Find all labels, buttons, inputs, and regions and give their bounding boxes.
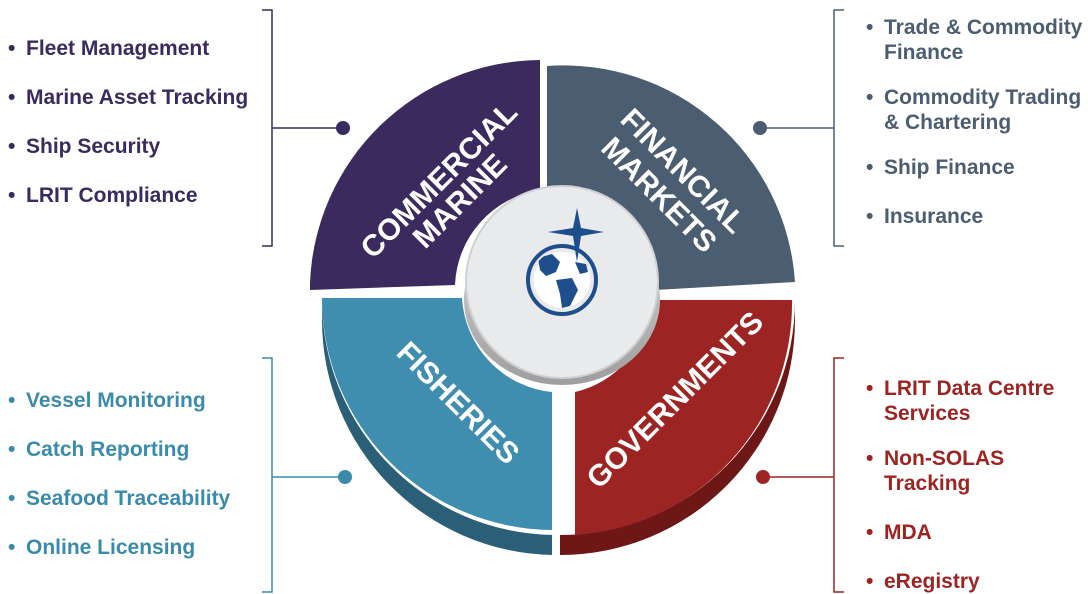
segment-financial-markets[interactable] [547,65,795,290]
dot-governments [756,470,770,484]
list-item: Marine Asset Tracking [8,85,258,110]
list-item: Ship Security [8,134,258,159]
financial-markets-list: Trade & Commodity Finance Commodity Trad… [866,15,1086,229]
list-item: LRIT Compliance [8,183,258,208]
list-item: Trade & Commodity Finance [866,15,1086,65]
segment-commercial-marine[interactable] [310,60,540,290]
list-item: MDA [866,520,1086,545]
list-item: Seafood Traceability [8,486,258,511]
list-item: Non-SOLAS Tracking [866,446,1086,496]
list-item: eRegistry [866,569,1086,594]
list-item: Ship Finance [866,155,1086,180]
governments-list: LRIT Data Centre Services Non-SOLAS Trac… [866,376,1086,594]
dot-commercial-marine [336,121,350,135]
list-item: Fleet Management [8,36,258,61]
connector-fisheries [262,357,345,593]
connector-commercial-marine [262,9,343,247]
dot-financial-markets [753,121,767,135]
globe-star-icon [526,208,604,316]
fisheries-list: Vessel Monitoring Catch Reporting Seafoo… [8,388,258,560]
commercial-marine-list: Fleet Management Marine Asset Tracking S… [8,36,258,208]
connector-financial-markets [760,9,844,247]
connector-governments [763,357,844,593]
segment-fisheries[interactable] [322,298,552,530]
list-item: Commodity Trading & Chartering [866,85,1086,135]
list-item: Online Licensing [8,535,258,560]
dot-fisheries [338,470,352,484]
list-item: Vessel Monitoring [8,388,258,413]
list-item: Insurance [866,204,1086,229]
list-item: LRIT Data Centre Services [866,376,1086,426]
list-item: Catch Reporting [8,437,258,462]
